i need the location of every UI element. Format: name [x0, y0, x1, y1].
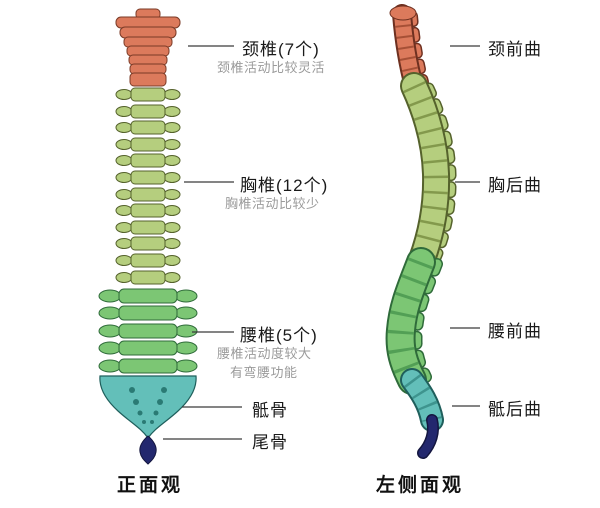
label-cervical-title: 颈椎(7个) [242, 40, 320, 59]
caption-side-view: 左侧面观 [375, 475, 465, 496]
label-lumbar-title: 腰椎(5个) [240, 326, 318, 345]
front-lumbar-section [98, 288, 198, 374]
side-view-spine [385, 4, 457, 459]
label-cervical-note: 颈椎活动比较灵活 [217, 60, 326, 75]
front-sacrum [99, 375, 197, 440]
front-view-spine [98, 8, 198, 465]
label-lumbar-note-1: 腰椎活动度较大 [217, 346, 312, 361]
label-sacrum-title: 骶骨 [252, 401, 288, 420]
side-coccyx [417, 414, 439, 459]
label-thoracic-title: 胸椎(12个) [240, 176, 329, 195]
label-thoracic-note: 胸椎活动比较少 [225, 196, 320, 211]
front-cervical-section [115, 8, 181, 87]
leader-lines [163, 45, 480, 440]
front-coccyx [139, 435, 157, 465]
side-thoracic-section [400, 72, 457, 276]
label-thoracic-curve: 胸后曲 [488, 176, 542, 195]
front-thoracic-section [115, 87, 181, 285]
caption-front-view: 正面观 [116, 475, 184, 496]
side-lumbar-section [385, 247, 443, 395]
label-cervical-curve: 颈前曲 [488, 40, 542, 59]
side-sacrum [400, 368, 444, 432]
label-lumbar-note-2: 有弯腰功能 [230, 365, 298, 380]
label-lumbar-curve: 腰前曲 [488, 322, 542, 341]
label-sacral-curve: 骶后曲 [488, 400, 542, 419]
label-coccyx-title: 尾骨 [252, 433, 288, 452]
